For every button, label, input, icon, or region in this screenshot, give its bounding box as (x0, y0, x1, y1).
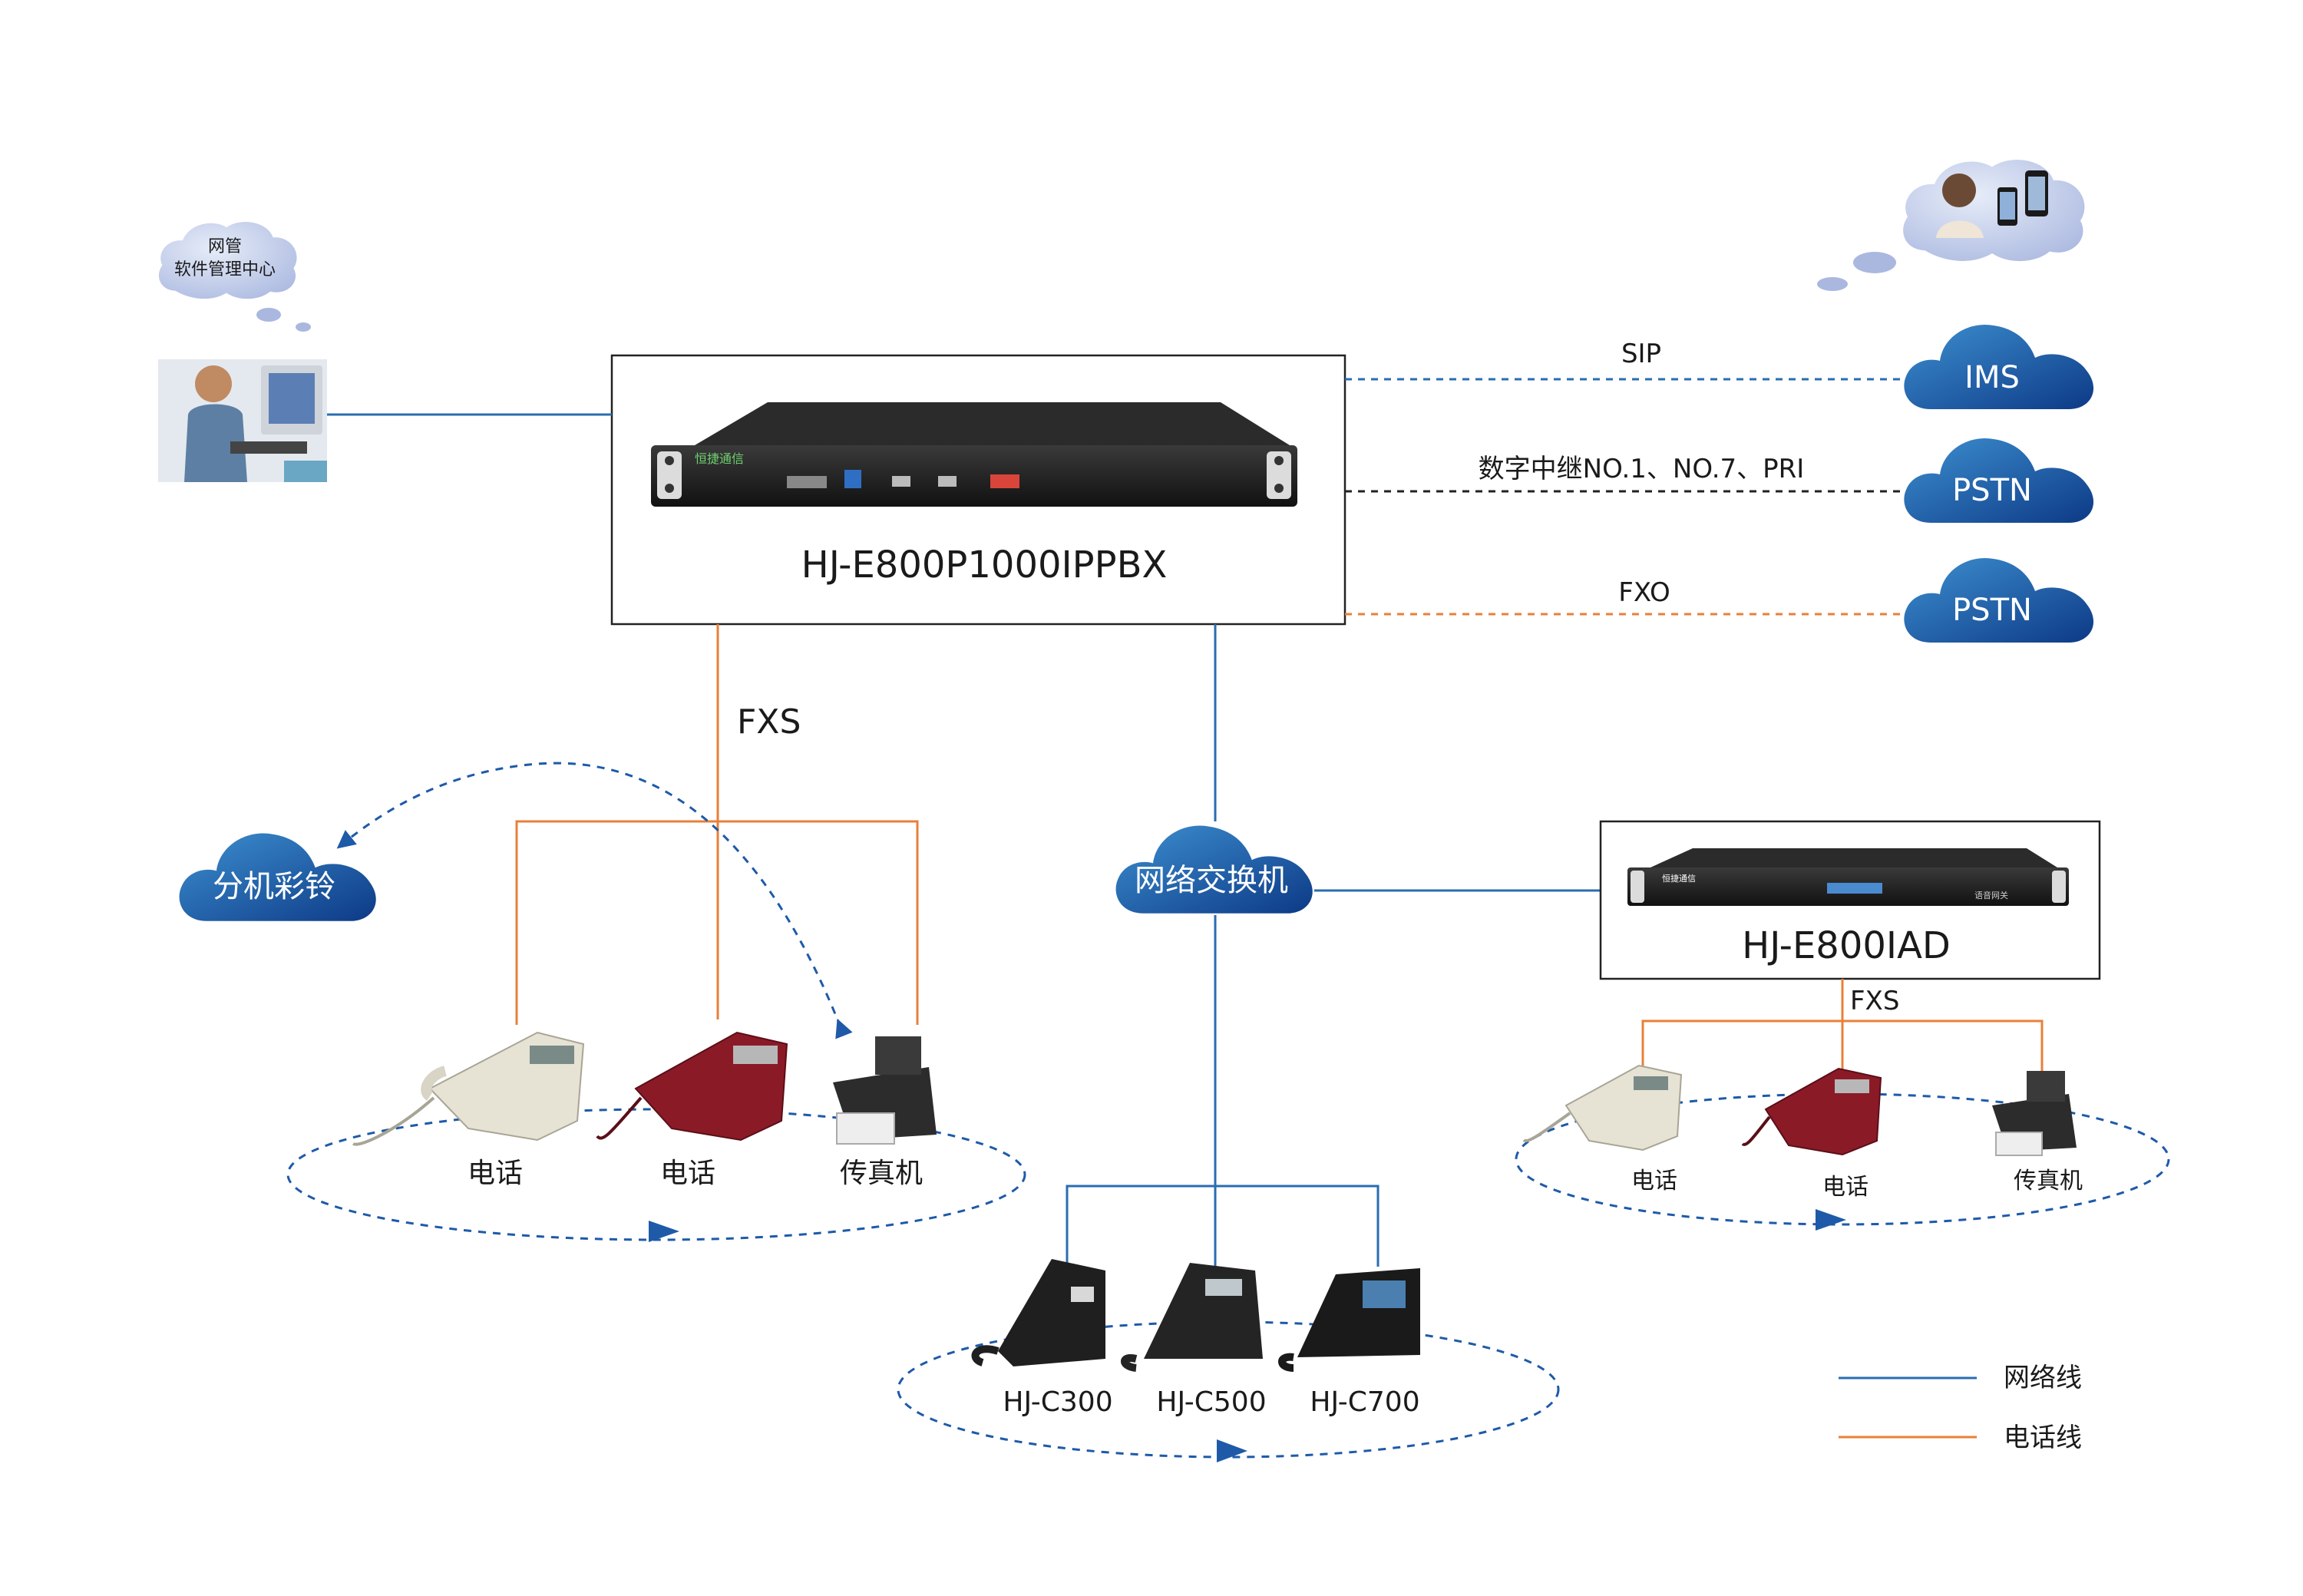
pstn-cloud-2: PSTN (1904, 557, 2094, 643)
pstn-cloud-1: PSTN (1904, 438, 2094, 523)
fxs-iad-label: FXS (1850, 986, 1899, 1016)
iad-device-box: 恒捷通信 语音网关 HJ-E800IAD (1599, 820, 2101, 980)
fax-machine-left (833, 1036, 937, 1145)
pstn-cloud-1-label: PSTN (1952, 473, 2032, 508)
left-ring-arrow (649, 1221, 679, 1242)
nms-bubble-line1: 网管 (208, 237, 242, 256)
iad-device-logo: 恒捷通信 (1662, 873, 1696, 884)
ims-cloud: IMS (1904, 324, 2094, 409)
ringback-cloud: 分机彩铃 (179, 833, 376, 921)
ip-phone-c300 (971, 1259, 1105, 1366)
network-switch-label: 网络交换机 (1135, 863, 1288, 898)
network-switch-cloud: 网络交换机 (1115, 825, 1313, 914)
nms-workstation: 网管 软件管理中心 (158, 221, 327, 482)
ip-phone-c700-label: HJ-C700 (1310, 1386, 1419, 1418)
fxo-label: FXO (1618, 577, 1670, 608)
left-phone-1-label: 电话 (468, 1158, 523, 1189)
main-device-label: HJ-E800P1000IPPBX (801, 544, 1168, 587)
ip-phone-c500-label: HJ-C500 (1156, 1386, 1266, 1418)
nms-bubble-line2: 软件管理中心 (174, 260, 276, 279)
iad-panel-text: 语音网关 (1974, 890, 2008, 900)
legend-network-label: 网络线 (2004, 1363, 2082, 1393)
right-fax-machine (1992, 1071, 2077, 1156)
ip-ring-arrow (1217, 1439, 1247, 1462)
right-phone-2-label: 电话 (1822, 1174, 1869, 1201)
ims-cloud-label: IMS (1964, 360, 2020, 395)
person-on-phone-icon (1942, 173, 1976, 207)
digital-trunk-label: 数字中继NO.1、NO.7、PRI (1479, 454, 1805, 484)
right-phone-1-label: 电话 (1631, 1168, 1677, 1195)
analog-phone-beige (352, 1031, 585, 1146)
left-phone-2-label: 电话 (660, 1158, 715, 1189)
pbx-rack-unit: 恒捷通信 (651, 402, 1297, 507)
mobile-users-bubble (1817, 160, 2085, 291)
iad-device-label: HJ-E800IAD (1742, 924, 1951, 967)
ringback-cloud-label: 分机彩铃 (213, 869, 335, 904)
legend-phone-label: 电话线 (2004, 1423, 2082, 1453)
right-ring-arrow (1816, 1209, 1846, 1231)
fxs-main-label: FXS (737, 702, 801, 742)
ip-phone-c700 (1278, 1268, 1420, 1372)
ip-phone-c300-label: HJ-C300 (1003, 1386, 1112, 1418)
pstn-cloud-2-label: PSTN (1952, 593, 2032, 628)
ringback-curve-arrow (336, 762, 853, 1039)
ip-phone-branch (1066, 1185, 1379, 1267)
sip-label: SIP (1621, 339, 1661, 369)
right-fax-label: 传真机 (2014, 1168, 2083, 1195)
ip-phone-c500 (1121, 1263, 1263, 1372)
main-device-logo: 恒捷通信 (695, 451, 744, 466)
fxs-branch-right (1641, 1019, 2044, 1071)
right-analog-phone-beige (1522, 1064, 1683, 1152)
left-fax-label: 传真机 (840, 1158, 923, 1189)
analog-phone-red (596, 1031, 788, 1142)
main-device-box: 恒捷通信 HJ-E800P1000IPPBX (610, 354, 1346, 626)
legend: 网络线 电话线 (1839, 1363, 2082, 1453)
right-analog-phone-red (1741, 1067, 1882, 1156)
left-phone-group-ring (286, 1108, 1026, 1241)
